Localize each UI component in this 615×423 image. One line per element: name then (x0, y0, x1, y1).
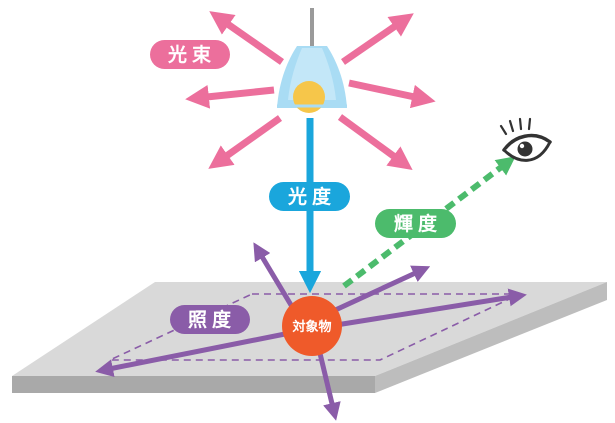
flux-arrow-upper-right (341, 13, 414, 65)
flux-arrow-lower-left (208, 115, 283, 169)
illum-arrow-right (329, 288, 527, 329)
flux-arrow-upper-left (209, 11, 285, 65)
flux-arrow-right (348, 79, 436, 109)
illuminated-area-outline (109, 293, 521, 361)
light-bulb-icon (277, 8, 347, 113)
illum-arrow-left (95, 329, 296, 378)
object-label: 対象物 (291, 319, 331, 335)
luminous-flux-arrows (185, 11, 436, 171)
svg-text:光度: 光度 (287, 185, 336, 208)
flux-arrow-lower-right (337, 114, 413, 171)
lamp-bulb (293, 81, 325, 113)
eye-icon (499, 117, 552, 162)
luminous-flux-label: 光束 (150, 40, 230, 69)
svg-text:照度: 照度 (188, 308, 236, 331)
plane-side (375, 282, 607, 393)
plane-front (12, 376, 375, 393)
illum-arrow-down (315, 344, 341, 421)
svg-text:光束: 光束 (167, 43, 216, 66)
illuminance-label: 照度 (170, 305, 250, 334)
luminance-label: 輝度 (375, 209, 456, 238)
object-marker: 対象物 (282, 296, 342, 356)
svg-text:輝度: 輝度 (394, 212, 442, 235)
flux-arrow-left (185, 84, 275, 109)
luminous-intensity-label: 光度 (269, 182, 350, 211)
